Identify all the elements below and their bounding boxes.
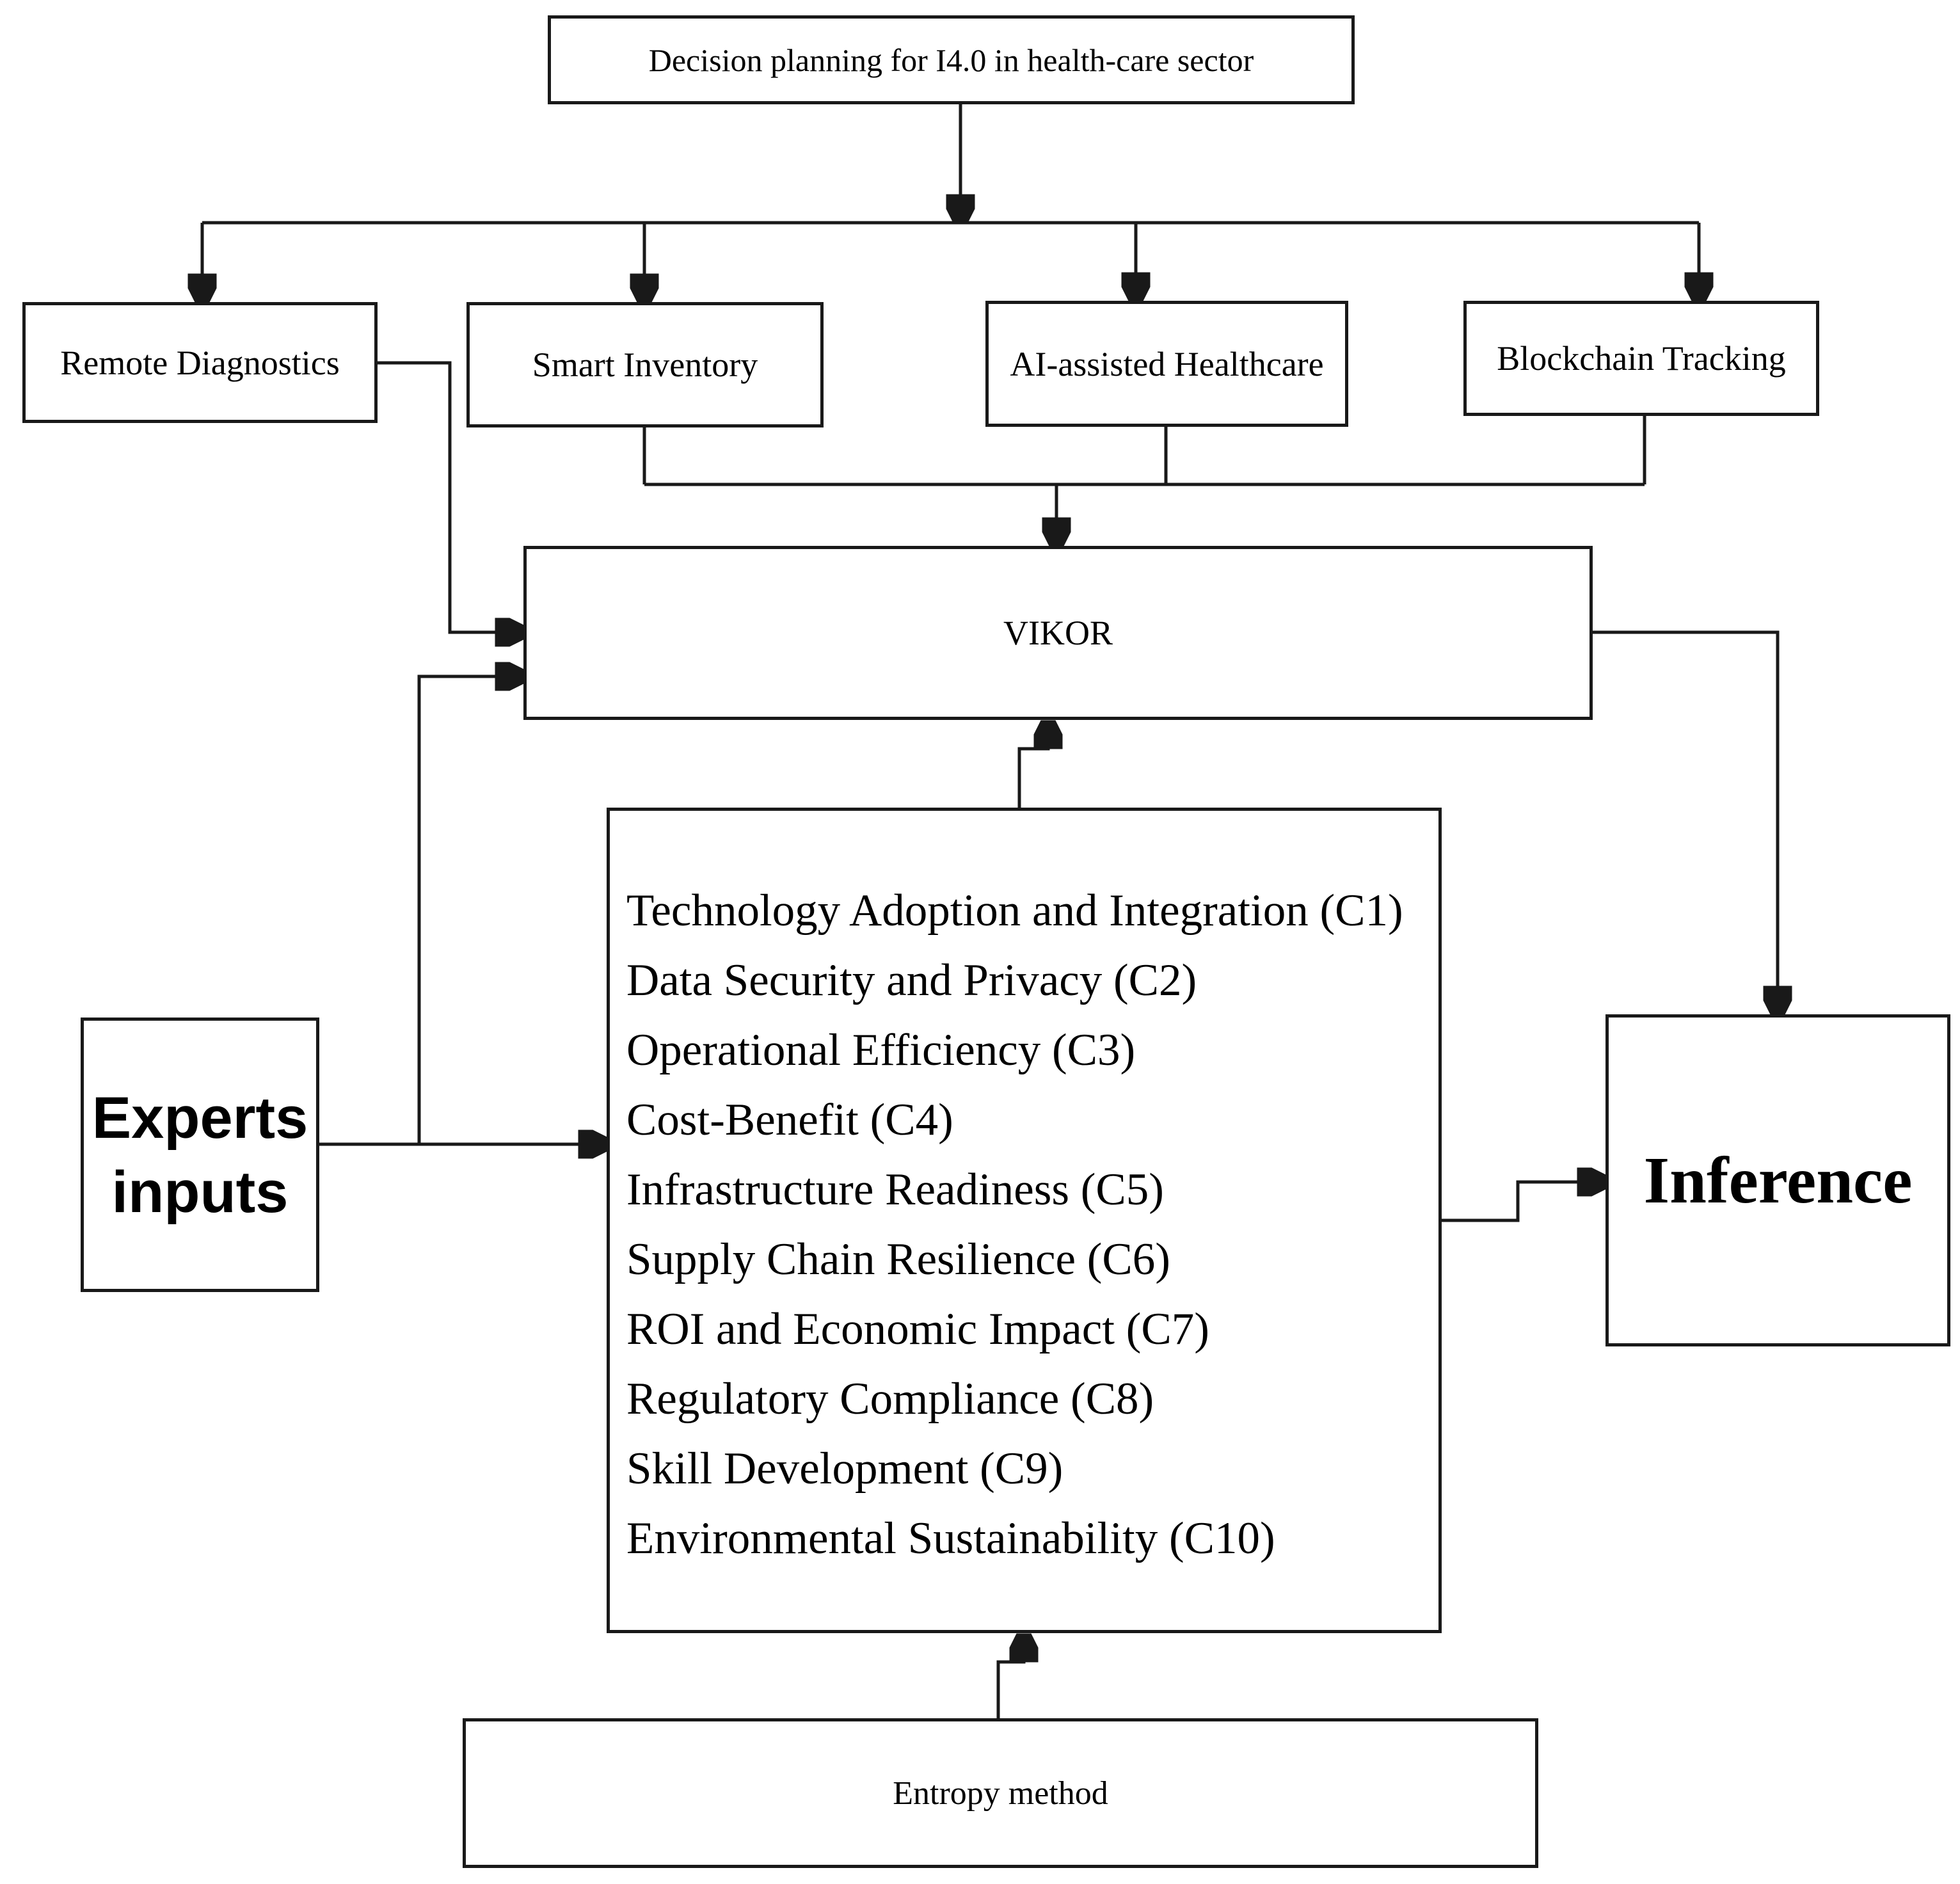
experts-inputs-label-line1: Experts (92, 1085, 308, 1151)
experts-inputs-label-line2: inputs (111, 1159, 289, 1225)
connector-entropy-to-criteria (996, 1636, 1024, 1718)
node-decision-planning: Decision planning for I4.0 in health-car… (548, 15, 1355, 104)
connector-vikor-to-inference (1593, 630, 1778, 1012)
criteria-item-c4: Cost-Benefit (C4) (626, 1095, 953, 1145)
remote-diagnostics-label: Remote Diagnostics (60, 343, 340, 382)
criteria-item-c6: Supply Chain Resilience (C6) (626, 1234, 1170, 1284)
criteria-item-c5: Infrastructure Readiness (C5) (626, 1165, 1164, 1215)
smart-inventory-label: Smart Inventory (532, 346, 758, 384)
connector-experts-to-vikor (417, 676, 521, 1144)
node-vikor: VIKOR (523, 546, 1593, 720)
entropy-method-label: Entropy method (893, 1775, 1108, 1812)
node-entropy-method: Entropy method (463, 1718, 1538, 1868)
criteria-item-c10: Environmental Sustainability (C10) (626, 1513, 1275, 1563)
criteria-item-c3: Operational Efficiency (C3) (626, 1025, 1136, 1075)
node-smart-inventory: Smart Inventory (466, 302, 824, 427)
node-ai-assisted-healthcare: AI-assisted Healthcare (985, 301, 1348, 427)
node-inference: Inference (1605, 1014, 1950, 1346)
criteria-item-c8: Regulatory Compliance (C8) (626, 1374, 1154, 1424)
decision-planning-label: Decision planning for I4.0 in health-car… (648, 42, 1254, 78)
node-blockchain-tracking: Blockchain Tracking (1463, 301, 1819, 416)
blockchain-tracking-label: Blockchain Tracking (1497, 339, 1786, 378)
node-criteria-list: Technology Adoption and Integration (C1)… (607, 808, 1442, 1633)
connector-criteria-to-vikor (1017, 723, 1048, 808)
node-remote-diagnostics: Remote Diagnostics (22, 302, 378, 423)
connector-criteria-to-inference (1442, 1182, 1603, 1222)
criteria-item-c1: Technology Adoption and Integration (C1) (626, 886, 1403, 936)
node-experts-inputs: Experts inputs (81, 1018, 319, 1292)
inference-label: Inference (1643, 1144, 1913, 1217)
criteria-item-c2: Data Security and Privacy (C2) (626, 955, 1197, 1005)
criteria-item-c9: Skill Development (C9) (626, 1444, 1064, 1494)
criteria-item-c7: ROI and Economic Impact (C7) (626, 1304, 1209, 1354)
ai-assisted-healthcare-label: AI-assisted Healthcare (1010, 344, 1324, 383)
vikor-label: VIKOR (1003, 614, 1113, 652)
